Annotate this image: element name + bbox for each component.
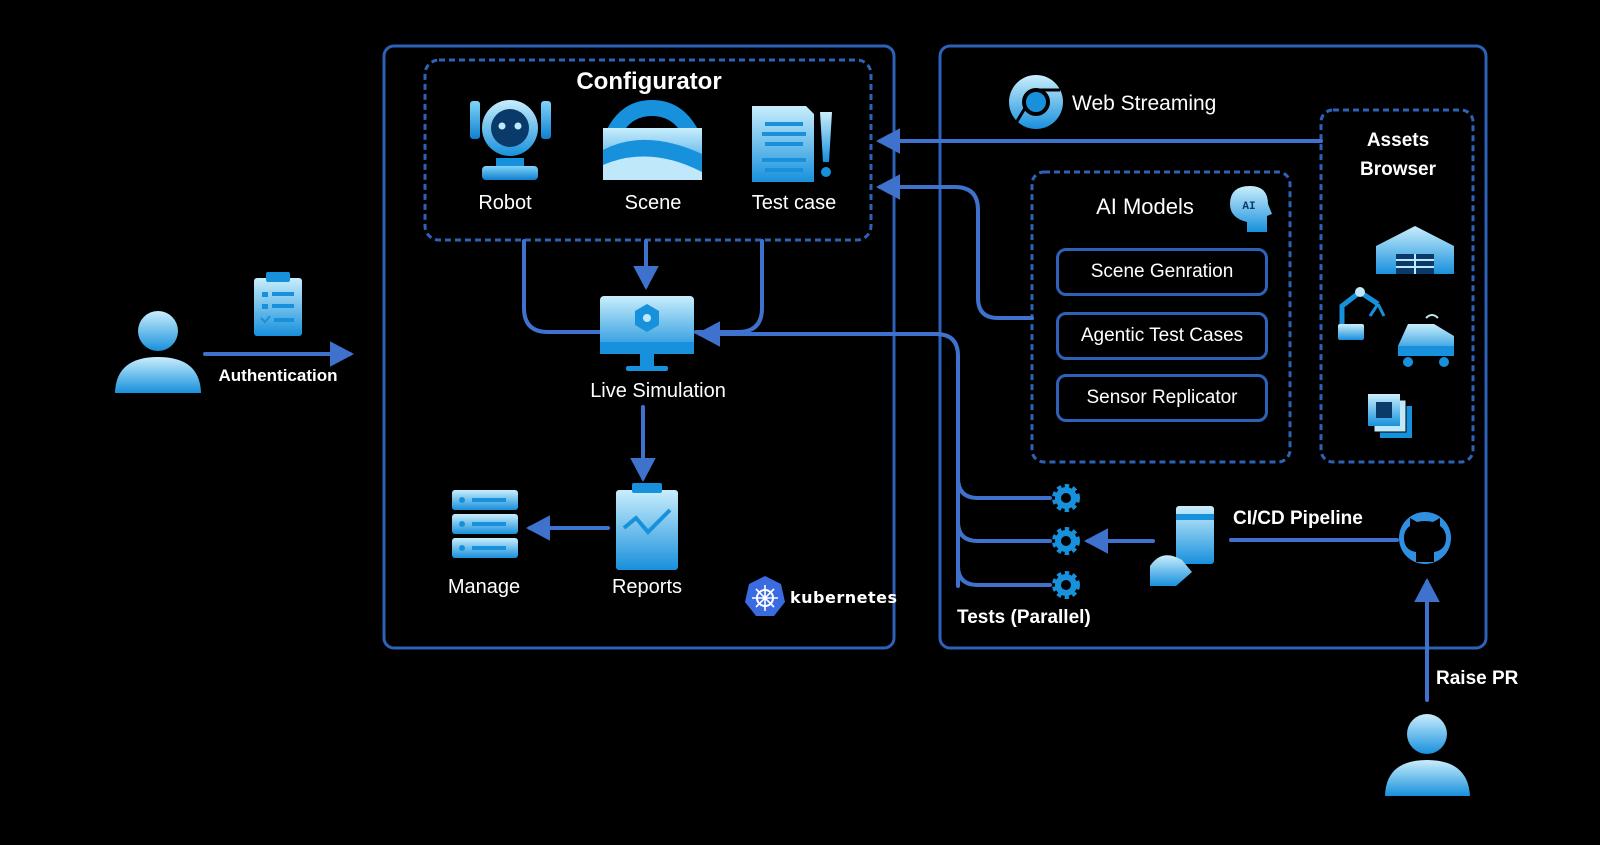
gear-icon [1052, 527, 1080, 555]
scene-generation-button[interactable]: Scene Genration [1056, 248, 1268, 296]
tests-to-sim-arrow [696, 321, 960, 588]
warehouse-icon [1376, 226, 1454, 274]
robot-to-sim-line [522, 239, 602, 334]
tests-branch-1 [956, 476, 1052, 500]
chrome-icon [1009, 75, 1063, 129]
reports-label[interactable]: Reports [611, 576, 683, 598]
manage-icon [452, 490, 518, 558]
test-case-icon [752, 106, 832, 182]
ai-head-icon: AI [1230, 186, 1272, 232]
web-streaming-label: Web Streaming [1072, 92, 1217, 115]
cicd-pipeline-label: CI/CD Pipeline [1233, 508, 1363, 529]
kubernetes-logo [745, 576, 785, 616]
robot-label[interactable]: Robot [478, 192, 532, 214]
sensor-replicator-button[interactable]: Sensor Replicator [1056, 374, 1268, 422]
assets-browser-title-line2: Browser [1359, 159, 1437, 180]
tests-branch-3 [956, 564, 1052, 587]
vehicle-icon [1398, 314, 1454, 367]
user-icon-left [115, 311, 201, 393]
test-case-label[interactable]: Test case [751, 192, 837, 214]
ai-to-config-arrow [876, 174, 1034, 320]
assets-browser-title-line1: Assets [1366, 130, 1430, 151]
monitor-icon [600, 296, 694, 371]
robot-arm-icon [1338, 287, 1386, 340]
pipeline-icon [1150, 506, 1214, 586]
testcase-to-sim-line [694, 239, 764, 334]
web-streaming-frame [938, 44, 1488, 650]
clipboard-icon [254, 272, 302, 336]
github-icon [1399, 512, 1451, 564]
ai-badge-text: AI [1242, 201, 1255, 213]
kubernetes-label: kubernetes [790, 588, 898, 607]
assets-browser-group [1319, 108, 1475, 464]
configurator-group [423, 58, 873, 242]
tests-parallel-label: Tests (Parallel) [957, 607, 1091, 628]
live-simulation-label[interactable]: Live Simulation [590, 380, 726, 402]
kubernetes-cluster-frame [382, 44, 896, 650]
raise-pr-label: Raise PR [1436, 668, 1519, 689]
scene-label[interactable]: Scene [624, 192, 682, 214]
authentication-label: Authentication [218, 366, 338, 385]
configurator-title: Configurator [576, 68, 722, 95]
gear-icon [1052, 571, 1080, 599]
agentic-test-cases-button[interactable]: Agentic Test Cases [1056, 312, 1268, 360]
manage-label[interactable]: Manage [447, 576, 521, 598]
tests-branch-2 [956, 520, 1052, 543]
layers-icon [1368, 394, 1412, 438]
scene-icon [603, 100, 702, 180]
ai-models-title: AI Models [1096, 194, 1194, 219]
gear-icon [1052, 484, 1080, 512]
reports-icon [616, 483, 678, 570]
robot-icon [470, 100, 551, 180]
user-icon-bottom [1385, 714, 1470, 796]
